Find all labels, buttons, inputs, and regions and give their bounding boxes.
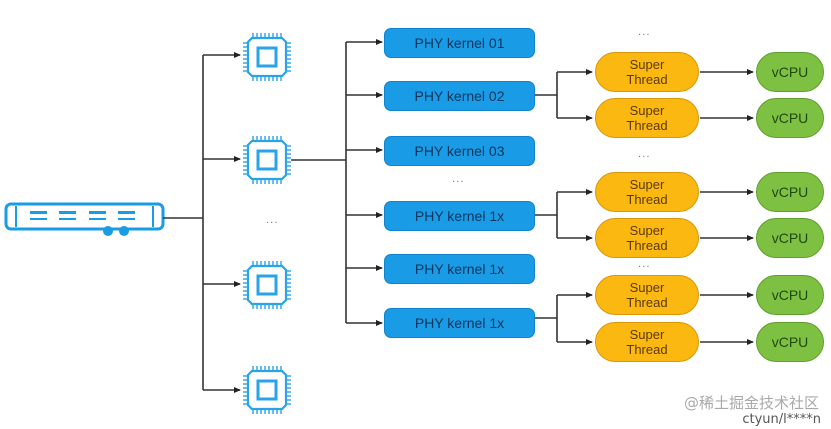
vcpu-box: vCPU bbox=[756, 52, 824, 92]
vcpu-box: vCPU bbox=[756, 275, 824, 315]
phy-kernel-label: PHY kernel 01 bbox=[414, 35, 505, 51]
thread-ellipsis: ... bbox=[638, 259, 651, 270]
cpu-chip-icon bbox=[241, 259, 293, 311]
phy-to-thread-connectors bbox=[535, 69, 593, 345]
vcpu-label: vCPU bbox=[771, 184, 809, 200]
cpu-to-phy-connectors bbox=[291, 39, 383, 326]
vcpu-box: vCPU bbox=[756, 172, 824, 212]
super-thread-label-line1: Super bbox=[629, 327, 665, 342]
super-thread-label-line2: Thread bbox=[626, 118, 668, 133]
super-thread-label-line1: Super bbox=[629, 223, 665, 238]
phy-kernel-box: PHY kernel 02 bbox=[384, 81, 535, 111]
thread-ellipsis: ... bbox=[638, 27, 651, 38]
cpu-ellipsis: ... bbox=[266, 215, 279, 226]
super-thread-label-line1: Super bbox=[629, 57, 665, 72]
super-thread-label-line2: Thread bbox=[626, 192, 668, 207]
super-thread-label-line2: Thread bbox=[626, 238, 668, 253]
super-thread-label-line2: Thread bbox=[626, 295, 668, 310]
cpu-chip-icon bbox=[241, 31, 293, 83]
watermark-site: @稀土掘金技术社区 bbox=[683, 394, 819, 412]
vcpu-label: vCPU bbox=[771, 287, 809, 303]
vcpu-box: vCPU bbox=[756, 322, 824, 362]
super-thread-label-line1: Super bbox=[629, 103, 665, 118]
phy-kernel-box: PHY kernel 03 bbox=[384, 136, 535, 166]
phy-kernel-label: PHY kernel 02 bbox=[414, 88, 505, 104]
thread-ellipsis: ... bbox=[638, 149, 651, 160]
server-to-cpu-connectors bbox=[163, 52, 241, 393]
vcpu-label: vCPU bbox=[771, 230, 809, 246]
vcpu-box: vCPU bbox=[756, 98, 824, 138]
super-thread-label-line2: Thread bbox=[626, 342, 668, 357]
phy-kernel-box: PHY kernel 01 bbox=[384, 28, 535, 58]
vcpu-label: vCPU bbox=[771, 64, 809, 80]
vcpu-label: vCPU bbox=[771, 110, 809, 126]
phy-kernel-label: PHY kernel 1x bbox=[414, 208, 505, 224]
watermark-author: ctyun/l****n bbox=[742, 412, 821, 427]
cpu-chip-icon bbox=[241, 134, 293, 186]
phy-kernel-box: PHY kernel 1x bbox=[384, 201, 535, 231]
thread-to-vcpu-connectors bbox=[700, 69, 754, 345]
phy-kernel-label: PHY kernel 1x bbox=[414, 315, 505, 331]
phy-kernel-box: PHY kernel 1x bbox=[384, 254, 535, 284]
super-thread-label-line2: Thread bbox=[626, 72, 668, 87]
server-rack-icon bbox=[4, 202, 165, 236]
phy-ellipsis: ... bbox=[452, 174, 465, 185]
phy-kernel-label: PHY kernel 03 bbox=[414, 143, 505, 159]
vcpu-box: vCPU bbox=[756, 218, 824, 258]
vcpu-label: vCPU bbox=[771, 334, 809, 350]
super-thread-label-line1: Super bbox=[629, 177, 665, 192]
phy-kernel-box: PHY kernel 1x bbox=[384, 308, 535, 338]
phy-kernel-label: PHY kernel 1x bbox=[414, 261, 505, 277]
cpu-chip-icon bbox=[241, 364, 293, 416]
super-thread-label-line1: Super bbox=[629, 280, 665, 295]
